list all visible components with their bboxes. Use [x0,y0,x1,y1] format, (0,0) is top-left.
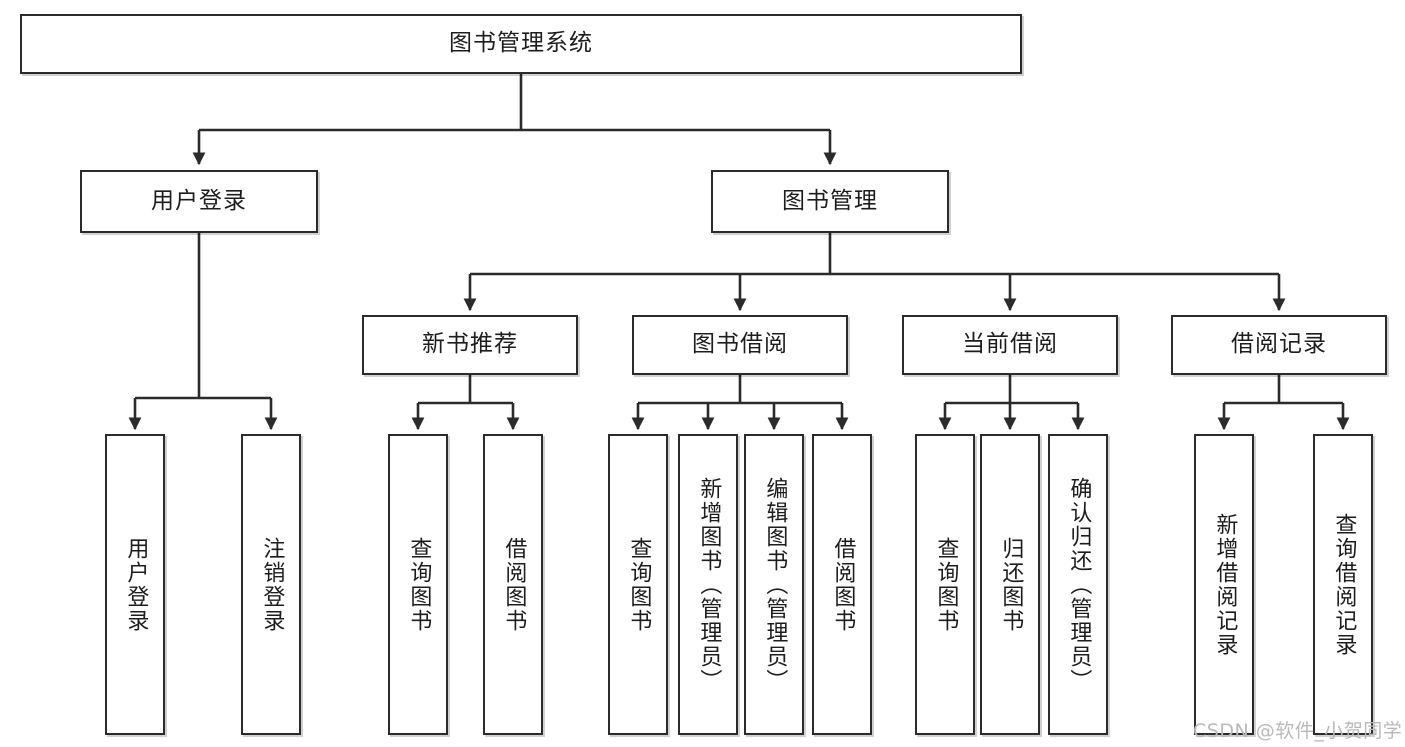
node-leaf-borrow-query-book[interactable]: 查询图书 [608,434,668,735]
node-leaf-label: 查询图书 [626,536,652,633]
node-leaf-current-query-book[interactable]: 查询图书 [915,434,975,735]
node-user-login[interactable]: 用户登录 [80,170,318,233]
node-leaf-label: 借阅图书 [830,536,856,633]
node-leaf-label: 新增图书（管理员） [696,476,722,693]
node-leaf-record-query[interactable]: 查询借阅记录 [1313,434,1373,735]
node-root-system[interactable]: 图书管理系统 [20,14,1022,74]
node-borrow-record[interactable]: 借阅记录 [1171,315,1387,375]
node-leaf-label: 编辑图书（管理员） [762,476,788,693]
node-leaf-label: 用户登录 [123,536,149,633]
node-leaf-current-confirm-return[interactable]: 确认归还（管理员） [1048,434,1108,735]
node-book-borrow[interactable]: 图书借阅 [632,315,848,375]
node-leaf-borrow-lend-book[interactable]: 借阅图书 [812,434,872,735]
node-book-management[interactable]: 图书管理 [711,170,949,233]
node-leaf-label: 查询图书 [933,536,959,633]
node-leaf-label: 新增借阅记录 [1212,512,1238,657]
node-leaf-borrow-edit-book[interactable]: 编辑图书（管理员） [744,434,804,735]
node-new-book-recommend[interactable]: 新书推荐 [362,315,578,375]
node-leaf-borrow-add-book[interactable]: 新增图书（管理员） [678,434,738,735]
node-leaf-current-return-book[interactable]: 归还图书 [980,434,1040,735]
node-current-borrow[interactable]: 当前借阅 [902,315,1118,375]
node-leaf-label: 确认归还（管理员） [1066,476,1092,693]
node-leaf-record-add[interactable]: 新增借阅记录 [1194,434,1254,735]
node-leaf-label: 查询图书 [406,536,432,633]
node-leaf-recommend-borrow-book[interactable]: 借阅图书 [483,434,543,735]
csdn-watermark: CSDN @软件_小贺同学 [1193,720,1403,742]
node-leaf-label: 查询借阅记录 [1331,512,1357,657]
node-leaf-label: 借阅图书 [501,536,527,633]
node-leaf-logout[interactable]: 注销登录 [241,434,301,735]
node-leaf-recommend-query-book[interactable]: 查询图书 [388,434,448,735]
node-leaf-label: 归还图书 [998,536,1024,633]
node-leaf-label: 注销登录 [259,536,285,633]
node-leaf-user-login[interactable]: 用户登录 [105,434,165,735]
